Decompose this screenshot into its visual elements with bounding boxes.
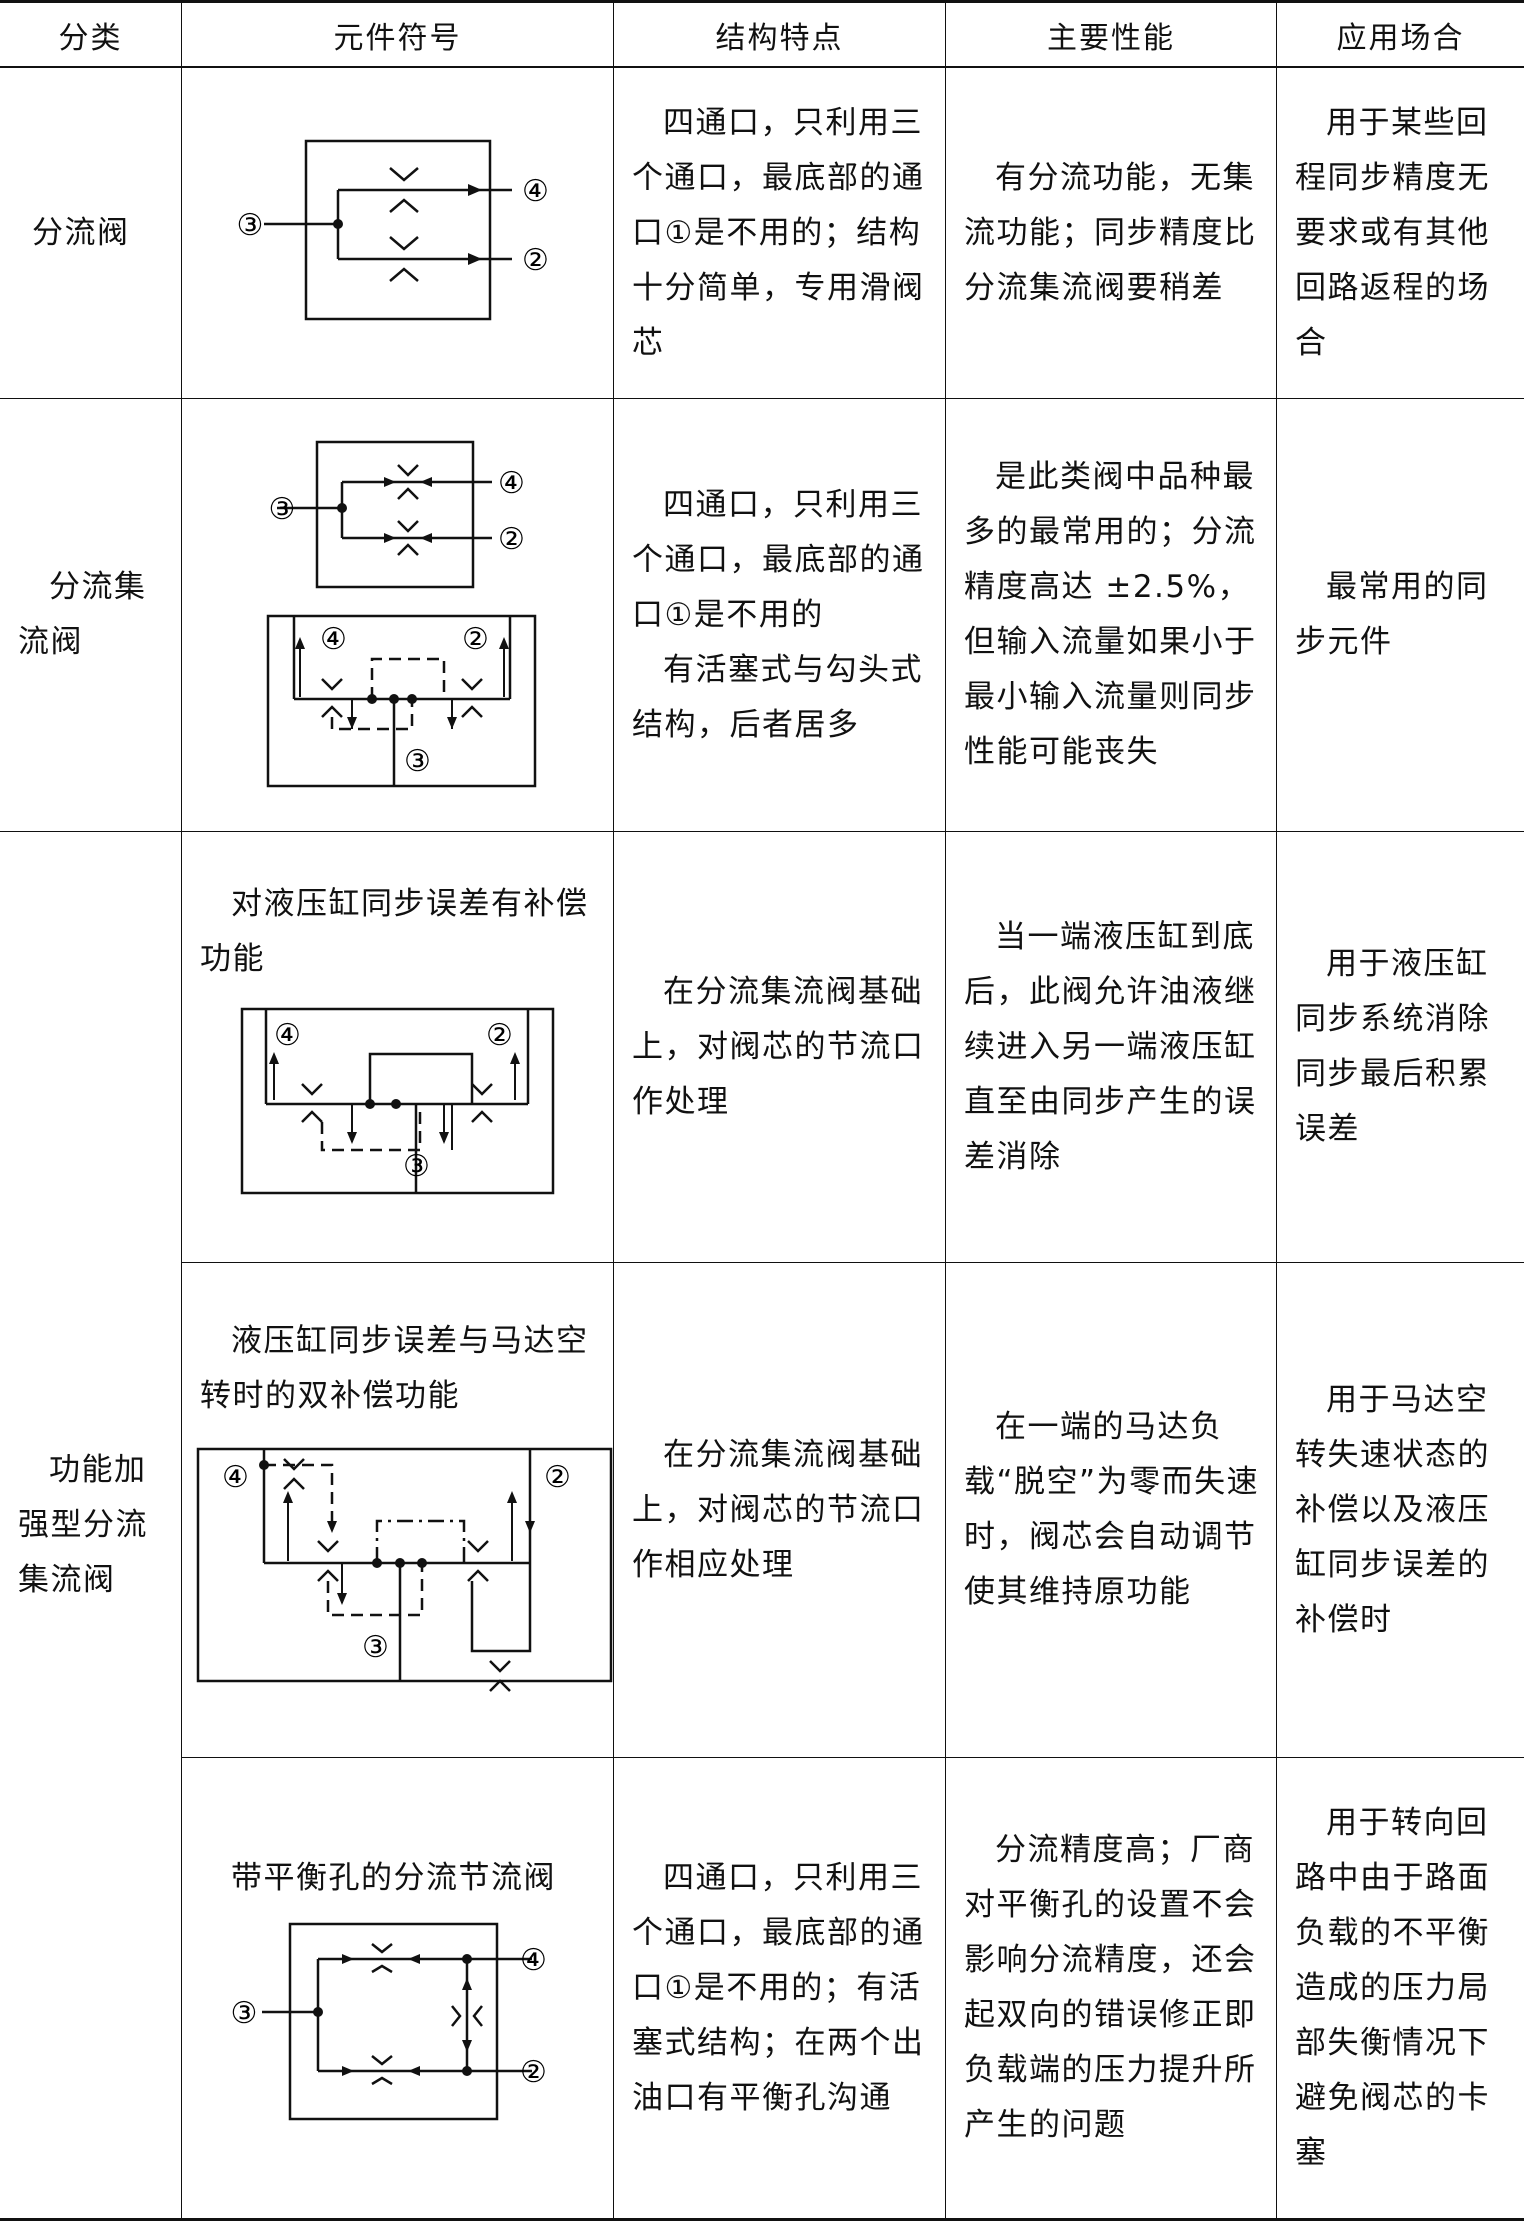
row2-category: 分流集流阀	[18, 569, 147, 660]
row3-application: 用于液压缸同步系统消除同步最后积累误差	[1295, 946, 1490, 1147]
row3-performance: 当一端液压缸到底后，此阀允许油液继续进入另一端液压缸直至由同步产生的误差消除	[964, 918, 1257, 1175]
port-2-label: ②	[520, 2055, 547, 2090]
port-4-label: ④	[520, 1943, 547, 1978]
row2-performance: 是此类阀中品种最多的最常用的；分流精度高达 ±2.5%，但输入流量如果小于最小输…	[964, 459, 1257, 770]
row-rule	[0, 398, 1524, 399]
port-3-label: ③	[403, 1149, 430, 1184]
header-category: 分类	[58, 20, 123, 56]
port-3-label: ③	[362, 1630, 389, 1665]
row3-category: 功能加强型分流集流阀	[18, 1451, 148, 1598]
row5-performance: 分流精度高；厂商对平衡孔的设置不会影响分流精度，还会起双向的错误修正即负载端的压…	[964, 1832, 1257, 2143]
flow-divider-symbol: ③ ④ ②	[237, 139, 549, 321]
header-structure: 结构特点	[715, 20, 844, 56]
row-rule	[0, 831, 1524, 832]
port-4-label: ④	[274, 1018, 301, 1053]
row1-application: 用于某些回程同步精度无要求或有其他回路返程的场合	[1295, 104, 1490, 361]
row1-category: 分流阀	[32, 214, 130, 251]
row3-structure: 在分流集流阀基础上，对阀芯的节流口作处理	[632, 973, 925, 1120]
port-2-label: ②	[544, 1460, 571, 1495]
header-symbol: 元件符号	[333, 20, 462, 56]
header-performance: 主要性能	[1047, 20, 1175, 56]
row-rule	[181, 1262, 1524, 1263]
port-4-label: ④	[522, 174, 549, 209]
row1-structure: 四通口，只利用三个通口，最底部的通口①是不用的；结构十分简单，专用滑阀芯	[632, 104, 925, 361]
row5-application: 用于转向回路中由于路面负载的不平衡造成的压力局部失衡情况下避免阀芯的卡塞	[1295, 1804, 1490, 2171]
row4-application: 用于马达空转失速状态的补偿以及液压缸同步误差的补偿时	[1295, 1381, 1490, 1638]
port-3-label: ③	[237, 208, 264, 243]
compensating-divider-symbol: ④ ② ③	[240, 1007, 555, 1195]
row2-application: 最常用的同步元件	[1295, 569, 1489, 660]
row4-performance: 在一端的马达负载“脱空”为零而失速时，阀芯会自动调节使其维持原功能	[964, 1409, 1260, 1610]
header-application: 应用场合	[1336, 20, 1465, 56]
port-3-label: ③	[269, 492, 296, 527]
row2-structure: 四通口，只利用三个通口，最底部的通口①是不用的 有活塞式与勾头式结构，后者居多	[632, 486, 925, 743]
port-3-label: ③	[231, 1996, 258, 2031]
port-3-label: ③	[404, 744, 431, 779]
port-4-label: ④	[320, 622, 347, 657]
port-2-label: ②	[522, 243, 549, 278]
double-compensating-divider-symbol: ④ ② ③	[196, 1447, 613, 1692]
balance-hole-divider-symbol: ③ ④ ②	[231, 1922, 547, 2121]
table-top-rule	[0, 0, 1524, 3]
divider-combiner-symbol: ③ ④ ② ④ ② ③	[266, 440, 537, 788]
table-bottom-rule	[0, 2218, 1524, 2221]
column-rule	[1276, 0, 1277, 2220]
port-2-label: ②	[486, 1018, 513, 1053]
port-4-label: ④	[222, 1460, 249, 1495]
port-2-label: ②	[462, 622, 489, 657]
row5-symbol-caption: 带平衡孔的分流节流阀	[231, 1860, 556, 1896]
port-4-label: ④	[498, 466, 525, 501]
row4-structure: 在分流集流阀基础上，对阀芯的节流口作相应处理	[632, 1436, 925, 1583]
column-rule	[613, 0, 614, 2220]
port-2-label: ②	[498, 522, 525, 557]
row5-structure: 四通口，只利用三个通口，最底部的通口①是不用的；有活塞式结构；在两个出油口有平衡…	[632, 1859, 925, 2116]
row3-symbol-caption: 对液压缸同步误差有补偿功能	[200, 886, 589, 977]
column-rule	[945, 0, 946, 2220]
column-rule	[181, 0, 182, 2220]
header-rule	[0, 66, 1524, 68]
row-rule	[181, 1757, 1524, 1758]
row1-performance: 有分流功能，无集流功能；同步精度比分流集流阀要稍差	[964, 159, 1257, 306]
row4-symbol-caption: 液压缸同步误差与马达空转时的双补偿功能	[200, 1323, 589, 1414]
